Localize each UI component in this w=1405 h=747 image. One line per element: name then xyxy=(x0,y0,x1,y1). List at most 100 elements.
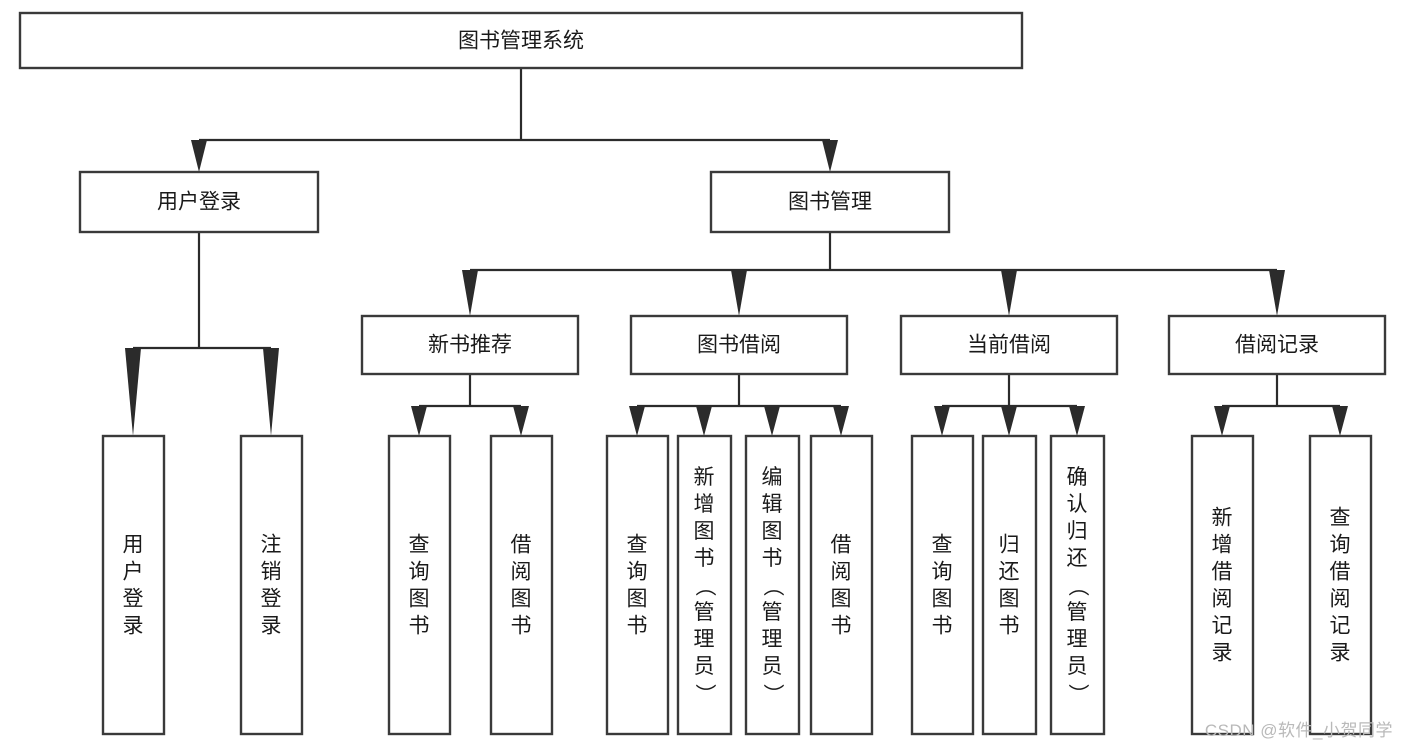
svg-text:）: ） xyxy=(761,684,784,705)
svg-text:询: 询 xyxy=(627,561,648,584)
svg-text:书: 书 xyxy=(627,615,648,638)
arrow-icon-bm-to-new-book xyxy=(462,270,478,316)
svg-text:管: 管 xyxy=(694,601,715,624)
connector-group-root xyxy=(191,68,838,172)
svg-text:图: 图 xyxy=(762,520,783,543)
node-leaf-confirm-return-box[interactable] xyxy=(1049,434,1106,736)
svg-text:确: 确 xyxy=(1067,466,1088,489)
node-root[interactable]: 图书管理系统 xyxy=(18,11,1024,70)
arrow-icon-bm-to-borrow-record xyxy=(1269,270,1285,316)
node-current-borrow[interactable]: 当前借阅 xyxy=(899,314,1119,376)
node-leaf-logout-login-box[interactable] xyxy=(239,434,304,736)
node-book-borrow[interactable]: 图书借阅 xyxy=(629,314,849,376)
connector-group-user-login xyxy=(125,232,279,436)
node-borrow-record[interactable]: 借阅记录 xyxy=(1167,314,1387,376)
node-leaf-borrow-book-2-box[interactable] xyxy=(809,434,874,736)
node-leaf-query-book-2-box[interactable] xyxy=(605,434,670,736)
node-root-box[interactable] xyxy=(18,11,1024,70)
node-user-login[interactable]: 用户登录 xyxy=(78,170,320,234)
svg-text:书: 书 xyxy=(999,615,1020,638)
svg-text:借: 借 xyxy=(1212,561,1233,584)
arrow-icon-cb-leaf-3 xyxy=(1069,406,1085,436)
node-leaf-return-book-box[interactable] xyxy=(981,434,1038,736)
arrow-icon-nb-leaf-2 xyxy=(513,406,529,436)
node-new-book-recommend-box[interactable] xyxy=(360,314,580,376)
arrow-icon-bb-leaf-4 xyxy=(833,406,849,436)
svg-text:记: 记 xyxy=(1212,615,1233,638)
arrow-icon-cb-leaf-2 xyxy=(1001,406,1017,436)
arrow-icon-nb-leaf-1 xyxy=(411,406,427,436)
svg-text:登: 登 xyxy=(261,588,282,611)
svg-text:书: 书 xyxy=(409,615,430,638)
node-book-management-box[interactable] xyxy=(709,170,951,234)
svg-text:阅: 阅 xyxy=(511,561,532,584)
svg-text:查: 查 xyxy=(627,534,648,557)
svg-text:归: 归 xyxy=(999,534,1020,557)
node-user-login-box[interactable] xyxy=(78,170,320,234)
node-book-borrow-box[interactable] xyxy=(629,314,849,376)
svg-text:阅: 阅 xyxy=(1212,588,1233,611)
svg-text:登: 登 xyxy=(123,588,144,611)
node-new-book-recommend[interactable]: 新书推荐 xyxy=(360,314,580,376)
svg-text:员: 员 xyxy=(1067,655,1088,678)
arrow-icon-bm-to-current-borrow xyxy=(1001,270,1017,316)
node-leaf-query-book-1-box[interactable] xyxy=(387,434,452,736)
svg-text:图: 图 xyxy=(627,588,648,611)
svg-text:图: 图 xyxy=(409,588,430,611)
node-book-management[interactable]: 图书管理 xyxy=(709,170,951,234)
node-current-borrow-label: 当前借阅 xyxy=(967,334,1051,357)
svg-text:认: 认 xyxy=(1067,493,1088,516)
svg-text:图: 图 xyxy=(932,588,953,611)
svg-text:增: 增 xyxy=(694,493,715,516)
svg-text:录: 录 xyxy=(1212,642,1233,665)
node-leaf-user-login-box[interactable] xyxy=(101,434,166,736)
svg-text:阅: 阅 xyxy=(1330,588,1351,611)
svg-text:图: 图 xyxy=(999,588,1020,611)
svg-text:员: 员 xyxy=(762,655,783,678)
svg-text:管: 管 xyxy=(1067,601,1088,624)
svg-text:书: 书 xyxy=(932,615,953,638)
svg-text:归: 归 xyxy=(1067,520,1088,543)
arrow-icon-bb-leaf-3 xyxy=(764,406,780,436)
node-leaf-query-record-box[interactable] xyxy=(1308,434,1373,736)
svg-text:书: 书 xyxy=(831,615,852,638)
svg-text:理: 理 xyxy=(1067,628,1088,651)
node-leaf-add-book-box[interactable] xyxy=(676,434,733,736)
connector-group-borrow-record xyxy=(1214,374,1348,436)
svg-text:书: 书 xyxy=(511,615,532,638)
svg-text:）: ） xyxy=(693,684,716,705)
node-book-borrow-label: 图书借阅 xyxy=(697,334,781,357)
node-user-login-label: 用户登录 xyxy=(157,191,241,214)
node-leaf-user-login[interactable]: 用户登录 xyxy=(101,434,166,736)
connector-group-current-borrow xyxy=(934,374,1085,436)
node-leaf-query-book-3-box[interactable] xyxy=(910,434,975,736)
node-leaf-borrow-book-1-box[interactable] xyxy=(489,434,554,736)
svg-text:图: 图 xyxy=(831,588,852,611)
node-current-borrow-box[interactable] xyxy=(899,314,1119,376)
svg-text:辑: 辑 xyxy=(762,493,783,516)
arrow-icon-bb-leaf-2 xyxy=(696,406,712,436)
node-leaf-edit-book-box[interactable] xyxy=(744,434,801,736)
node-borrow-record-box[interactable] xyxy=(1167,314,1387,376)
svg-text:询: 询 xyxy=(1330,534,1351,557)
svg-text:书: 书 xyxy=(694,547,715,570)
arrow-icon-ul-leaf-2 xyxy=(263,348,279,436)
node-leaf-add-record-box[interactable] xyxy=(1190,434,1255,736)
